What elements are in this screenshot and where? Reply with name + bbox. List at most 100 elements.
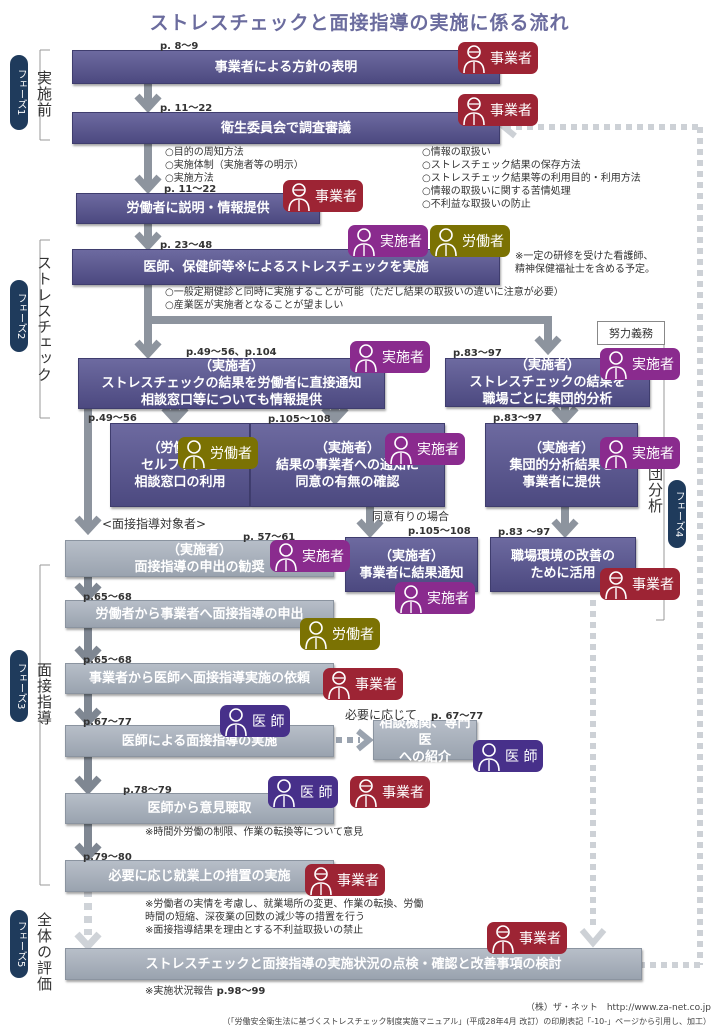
employer-role-badge: 事業者 (323, 668, 403, 700)
role-label: 事業者 (490, 51, 532, 67)
arrow-down-icon (74, 515, 102, 536)
person-icon (353, 777, 382, 807)
page-reference: p.49～56、p.104 (186, 347, 277, 358)
person-icon (603, 349, 632, 379)
implementer-role-badge: 実施者 (348, 225, 428, 257)
worker-role-badge: 労働者 (300, 618, 380, 650)
flow-step-text: ストレスチェックと面接指導の実施状況の点検・確認と改善事項の検討 (145, 956, 562, 972)
phase-1-tag: フェーズ1 (10, 55, 28, 130)
flow-step-text: 医師による面接指導の実施 (121, 733, 278, 749)
council-notes-left: ○目的の周知方法○実施体制（実施者等の明示）○実施方法 (165, 147, 304, 184)
implementer-role-badge: 実施者 (350, 341, 430, 373)
flow-step-text: （実施者） (198, 359, 264, 374)
opinion-note: ※時間外労働の制限、作業の転換等について意見 (145, 827, 364, 838)
role-label: 実施者 (427, 591, 469, 607)
phase-4-tag: フェーズ4 (668, 480, 686, 548)
role-label: 事業者 (315, 189, 357, 205)
measures-note: ※労働者の実情を考慮し、就業場所の変更、作業の転換、労働時間の短縮、深夜業の回数… (145, 899, 424, 936)
implementer-role-badge: 実施者 (385, 433, 465, 465)
role-label: 事業者 (355, 677, 397, 693)
flow-step-text: 労働者に説明・情報提供 (126, 201, 270, 216)
employer-role-badge: 事業者 (458, 42, 538, 74)
phase-2-tag: フェーズ2 (10, 280, 28, 352)
person-icon (603, 438, 632, 468)
implementer-role-badge: 実施者 (395, 582, 475, 614)
credit-company: （株）ザ・ネット http://www.za-net.co.jp (525, 1003, 711, 1013)
arrow-down-icon (161, 405, 189, 426)
arrow-down-icon (134, 339, 162, 360)
worker-role-badge: 労働者 (430, 225, 510, 257)
role-label: 労働者 (210, 446, 252, 462)
flow-step-text: （実施者） (528, 440, 594, 456)
role-label: 労働者 (462, 234, 504, 250)
person-icon (476, 741, 505, 771)
flow-step-text: 医師、保健師等※によるストレスチェックを実施 (143, 259, 429, 275)
person-icon (353, 342, 382, 372)
phase-3-label: 面接指導 (35, 662, 53, 726)
role-label: 実施者 (632, 357, 674, 373)
person-icon (388, 434, 417, 464)
employer-role-badge: 事業者 (305, 864, 385, 896)
employer-role-badge: 事業者 (458, 94, 538, 126)
flow-step-text: 相談窓口の利用 (134, 474, 226, 490)
flow-step-text: 面接指導の申出の勧奨 (134, 559, 265, 575)
flow-step-box: 衛生委員会で調査審議 (72, 112, 500, 144)
page-reference: p.49～56 (88, 413, 137, 424)
flow-step-text: 職場環境の改善の (510, 548, 615, 564)
as-needed-label: 必要に応じて (345, 708, 418, 722)
flow-step-box: 必要に応じ就業上の措置の実施 (65, 860, 334, 892)
doctor-role-badge: 医 師 (220, 705, 291, 737)
employer-role-badge: 事業者 (600, 568, 680, 600)
role-label: 事業者 (490, 103, 532, 119)
role-label: 労働者 (332, 627, 374, 643)
page-reference: p. 57～61 (243, 532, 296, 543)
implementer-role-badge: 実施者 (270, 540, 350, 572)
flow-step-text: （実施者） (166, 542, 232, 558)
employer-role-badge: 事業者 (487, 922, 567, 954)
employer-role-badge: 事業者 (350, 776, 430, 808)
flow-step-text: ために活用 (530, 565, 596, 581)
consent-label: 同意有りの場合 (372, 510, 449, 523)
flow-step-box: 相談機関、専門医への紹介 (373, 716, 477, 765)
flow-step-text: 事業者に結果通知 (359, 565, 464, 581)
person-icon (490, 923, 519, 953)
flow-step-box: 医師、保健師等※によるストレスチェックを実施 (72, 249, 500, 285)
flow-step-text: 衛生委員会で調査審議 (220, 120, 351, 136)
role-label: 実施者 (417, 442, 459, 458)
arrow-right-icon (356, 728, 374, 752)
phase-5-label: 全体の評価 (35, 912, 53, 992)
flow-step-text: （実施者） (378, 548, 444, 564)
page-reference: p.83～97 (453, 348, 502, 359)
role-label: 事業者 (632, 577, 674, 593)
arrow-down-icon (74, 842, 102, 863)
phase-5-tag: フェーズ5 (10, 910, 28, 978)
person-icon (273, 541, 302, 571)
flow-step-text: 事業者に提供 (522, 474, 601, 490)
page-reference: p.78～79 (123, 785, 172, 796)
page-reference: p.105～108 (268, 414, 331, 425)
phase-2-label: ストレスチェック (35, 255, 53, 383)
page-reference: p.65～68 (83, 592, 132, 603)
arrow-down-icon (134, 93, 162, 114)
person-icon (308, 865, 337, 895)
page-title: ストレスチェックと面接指導の実施に係る流れ (149, 12, 570, 34)
flow-step-text: ストレスチェックの結果を労働者に直接通知 (101, 376, 362, 391)
page-reference: p.83 ～97 (498, 527, 551, 538)
page-reference: p. 11～22 (160, 103, 213, 114)
page-reference: p.83～97 (493, 413, 542, 424)
role-label: 実施者 (382, 350, 424, 366)
page-reference: p. 8～9 (160, 41, 199, 52)
flow-step-text: 労働者から事業者へ面接指導の申出 (95, 606, 304, 622)
flow-step-text: への紹介 (398, 749, 451, 765)
role-label: 実施者 (632, 446, 674, 462)
arrow-down-icon (551, 405, 579, 426)
flow-step-text: ストレスチェックの結果を (469, 375, 626, 390)
implementer-role-badge: 実施者 (600, 348, 680, 380)
employer-role-badge: 事業者 (283, 180, 363, 212)
check-notes: ○一般定期健診と同時に実施することが可能（ただし結果の取扱いの違いに注意が必要）… (165, 287, 564, 311)
effort-duty-label: 努力義務 (597, 321, 665, 345)
page-reference: p.65～68 (83, 655, 132, 666)
arrow-down-icon (134, 231, 162, 252)
arrow-down-icon (74, 645, 102, 666)
